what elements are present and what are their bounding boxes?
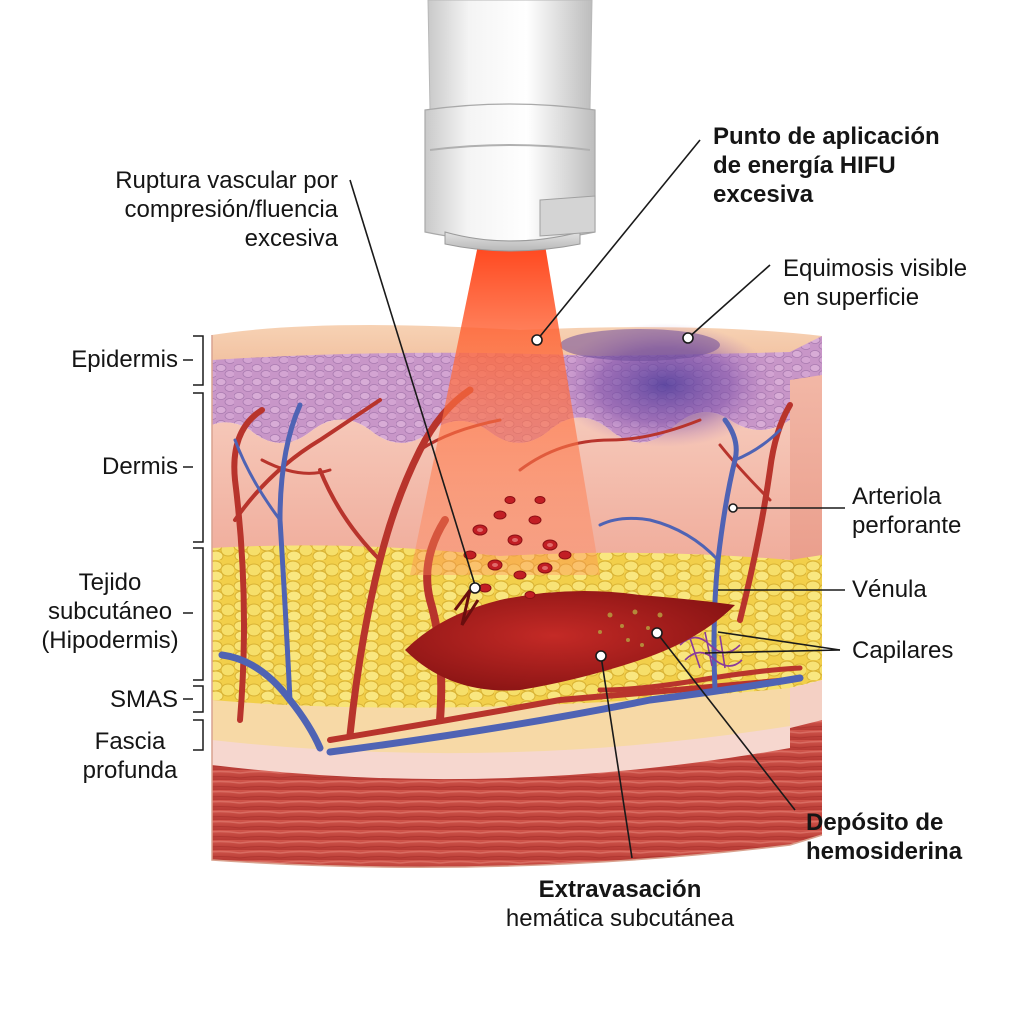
hifu-energy-beam [410,245,600,575]
rbc-highlights [477,528,553,570]
label-capillaries: Capilares [852,637,954,664]
label-perforating-arteriole: Arteriola perforante [852,483,962,539]
label-hifu-application-point: Punto de aplicación de energía HIFU exce… [713,123,940,208]
label-vascular-rupture: Ruptura vascular por compresión/fluencia… [115,167,338,252]
bruise-top [560,329,720,361]
label-ecchymosis: Equimosis visible en superficie [783,255,968,311]
block-side-face [790,336,822,845]
fascia-layer [212,726,790,782]
leader-dots [469,332,738,662]
label-venule: Vénula [852,576,927,603]
muscle-layer [212,748,790,868]
venous-network [218,402,804,756]
hifu-transducer-icon [424,0,596,252]
label-deep-fascia: Fascia profunda [82,728,178,784]
leader-lines [349,139,845,859]
vessel-rupture [453,589,480,626]
label-extravasation: Extravasación hemática subcutánea [505,876,735,932]
label-subcutaneous: Tejido subcutáneo (Hipodermis) [41,569,179,654]
label-hemosiderin-deposit: Depósito de hemosiderina [806,809,963,865]
layer-brackets [183,335,204,751]
capillary-mesh [679,631,743,669]
hemosiderin-granules [598,609,663,647]
red-blood-cell-icon [463,496,572,599]
label-epidermis: Epidermis [71,346,178,373]
label-smas: SMAS [109,686,178,713]
label-dermis: Dermis [102,453,178,480]
subcutaneous-hematoma [405,591,735,691]
